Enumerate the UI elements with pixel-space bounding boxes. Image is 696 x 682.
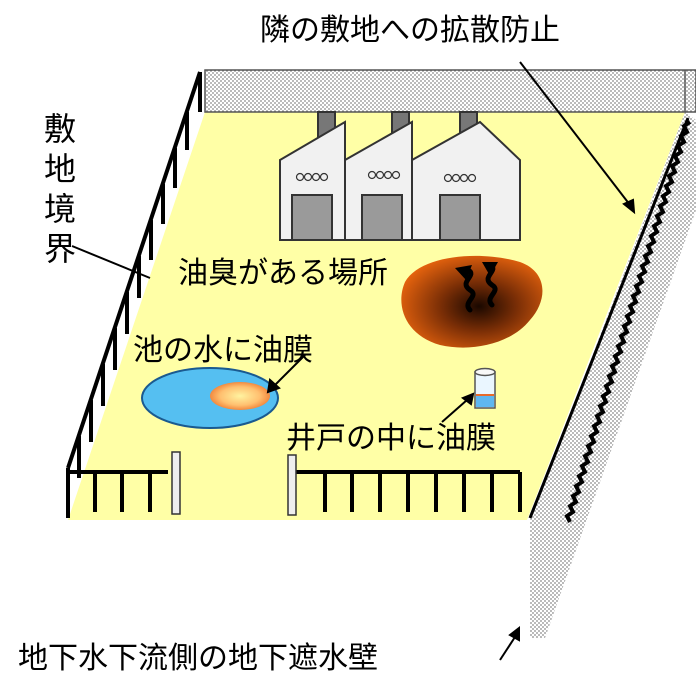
- oil-odor-label: 油臭がある場所: [178, 256, 388, 291]
- front-fence: [66, 470, 522, 518]
- odor-wave-icon: [455, 262, 498, 313]
- gate-post-right: [287, 454, 297, 516]
- leader-lines: [71, 61, 636, 661]
- well-icon: [474, 367, 496, 409]
- svg-text:敷: 敷: [44, 110, 76, 148]
- pond-oil-film-label: 池の水に油膜: [133, 333, 313, 368]
- boundary-label: 敷 地 境 界: [44, 110, 76, 268]
- groundwater-barrier-caption: 地下水下流側の地下遮水壁: [18, 641, 378, 676]
- factory-icon: [279, 111, 521, 241]
- gate-post-left: [171, 451, 181, 515]
- svg-text:境: 境: [44, 190, 76, 228]
- title-barrier-spread-prevention: 隣の敷地への拡散防止: [260, 13, 560, 48]
- right-boundary-wall-top: [528, 117, 692, 523]
- well-oil-film-label: 井戸の中に油膜: [286, 421, 496, 456]
- pond-oil-film: [210, 382, 270, 410]
- left-boundary-fence: [66, 71, 202, 518]
- svg-text:地: 地: [44, 150, 76, 188]
- svg-text:界: 界: [44, 230, 76, 268]
- back-fence: [204, 69, 696, 113]
